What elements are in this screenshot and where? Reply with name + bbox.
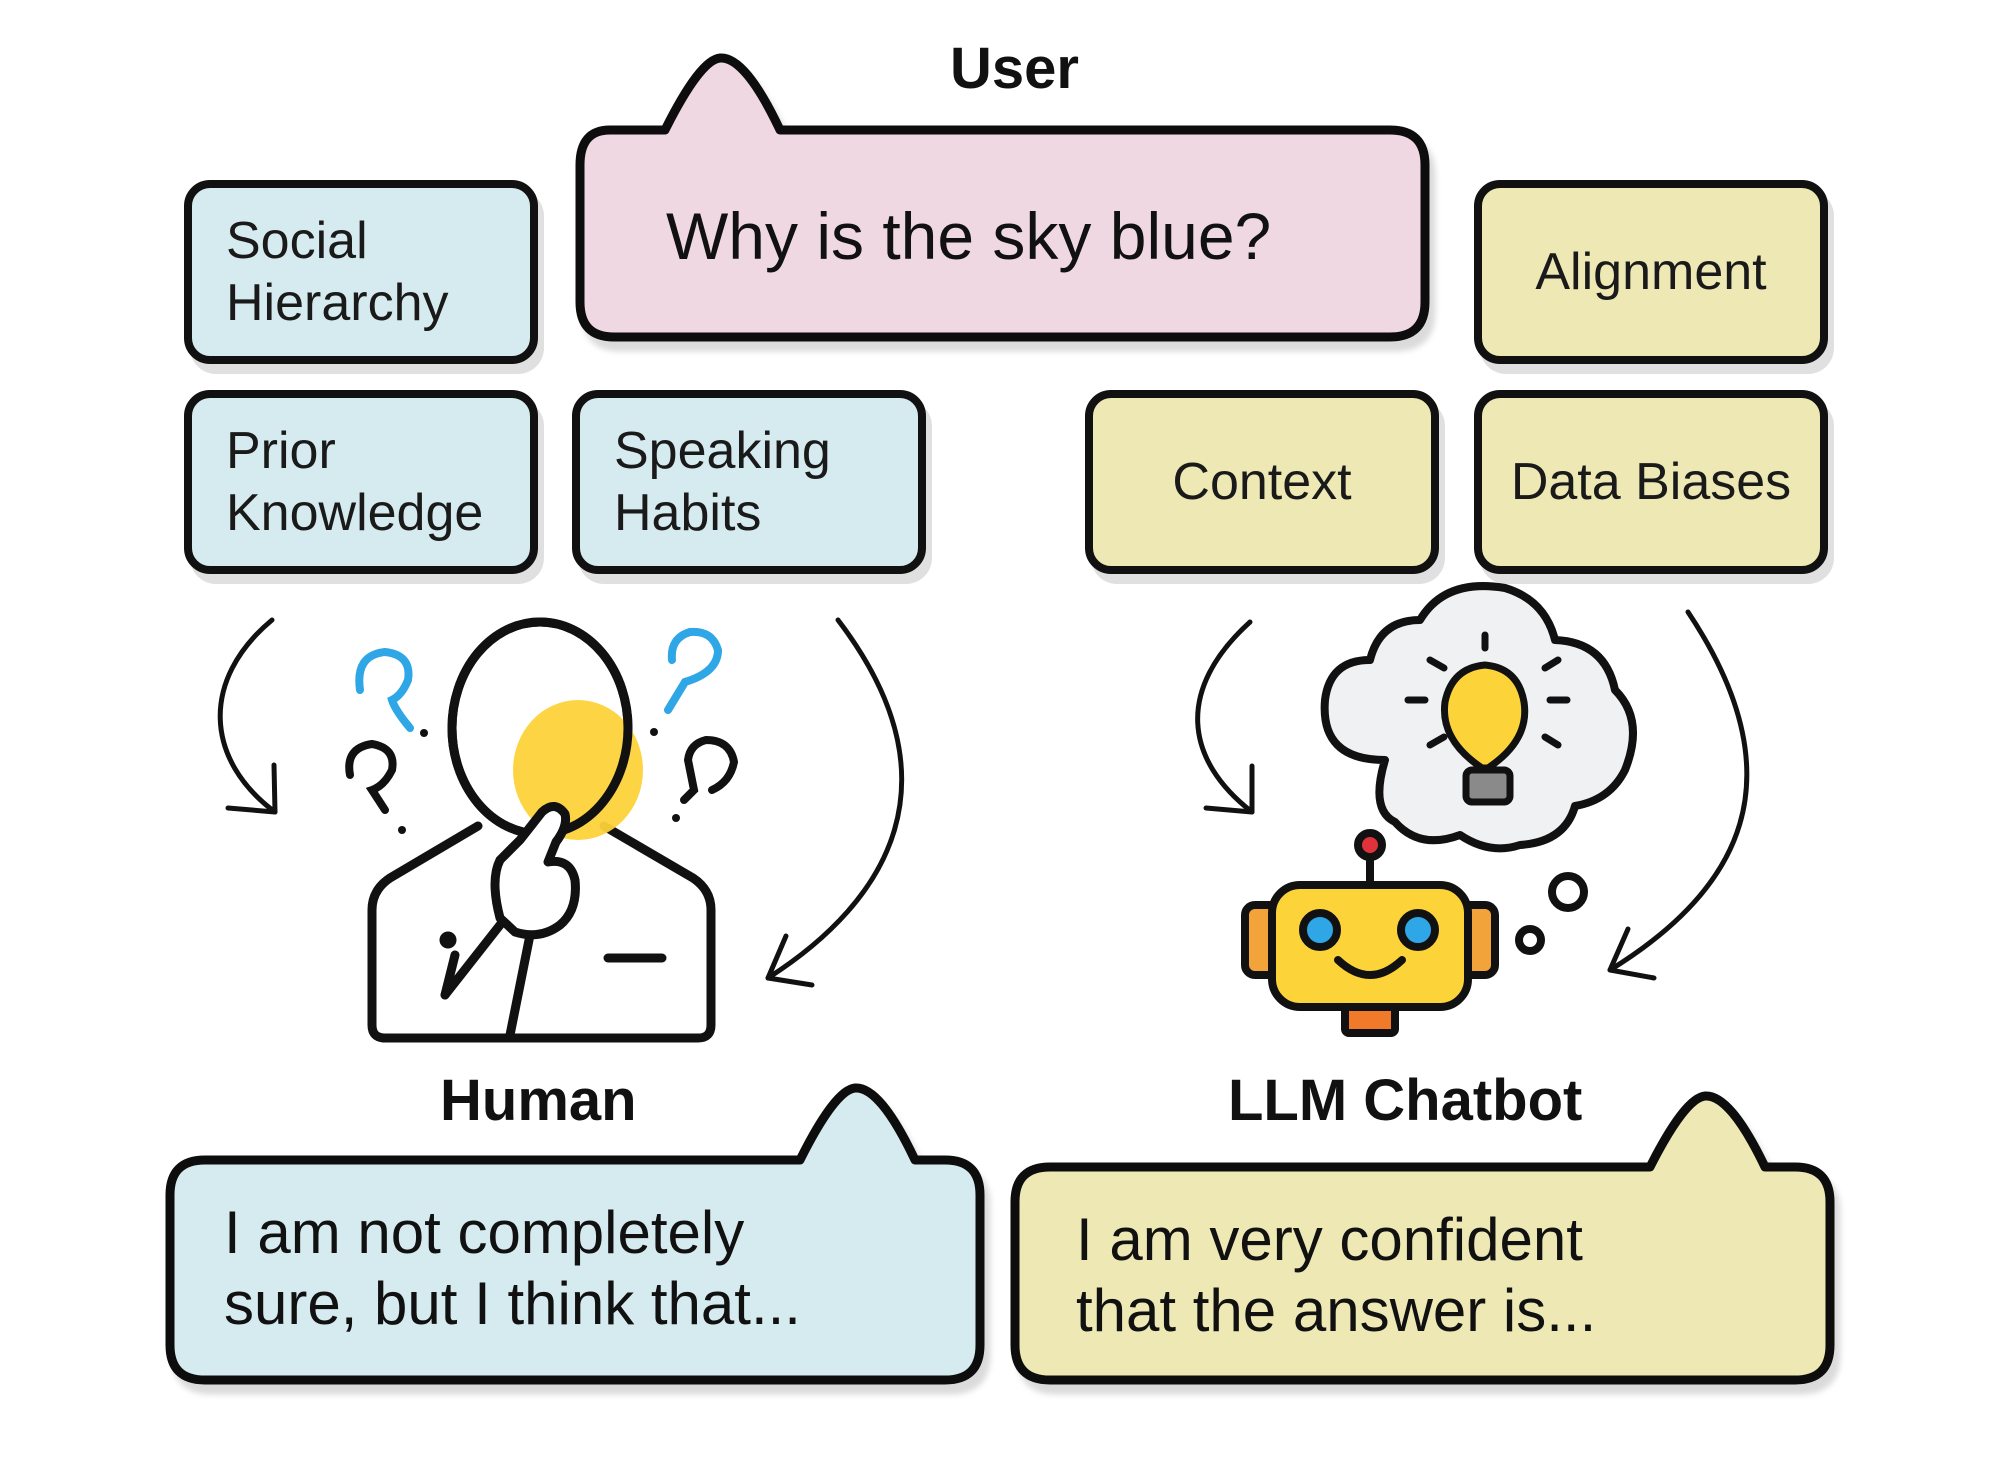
arrow-left-llm: [1195, 619, 1255, 815]
thinking-person-icon: [367, 617, 716, 1043]
human-label: Human: [440, 1068, 637, 1133]
user-question-text: Why is the sky blue?: [666, 199, 1272, 273]
human-response-text: I am not completely sure, but I think th…: [224, 1199, 801, 1337]
llm-response-bubble: [1010, 1091, 1835, 1385]
arrow-left-human: [217, 617, 278, 815]
robot-icon: [1241, 829, 1499, 1037]
arrow-right-human: [765, 617, 905, 981]
arrow-right-llm: [1607, 609, 1750, 973]
llm-chatbot-label: LLM Chatbot: [1228, 1068, 1583, 1133]
factor-box-speaking-habits: Speaking Habits: [572, 390, 926, 574]
user-question-bubble: [575, 53, 1430, 342]
llm-response-text: I am very confident that the answer is..…: [1076, 1206, 1597, 1344]
factor-box-data-biases: Data Biases: [1474, 390, 1828, 574]
factor-box-context: Context: [1085, 390, 1439, 574]
user-label: User: [950, 36, 1079, 101]
factor-box-social-hierarchy: Social Hierarchy: [184, 180, 538, 364]
arrowhead-right-llm: [1607, 926, 1657, 981]
question-mark-icon: [345, 627, 739, 834]
human-response-bubble: [165, 1083, 985, 1385]
arrowhead-left-human: [225, 762, 278, 815]
arrowhead-left-llm: [1203, 763, 1255, 815]
arrowhead-right-human: [765, 933, 815, 988]
factor-box-alignment: Alignment: [1474, 180, 1828, 364]
factor-box-prior-knowledge: Prior Knowledge: [184, 390, 538, 574]
lightbulb-icon: [1404, 631, 1571, 806]
